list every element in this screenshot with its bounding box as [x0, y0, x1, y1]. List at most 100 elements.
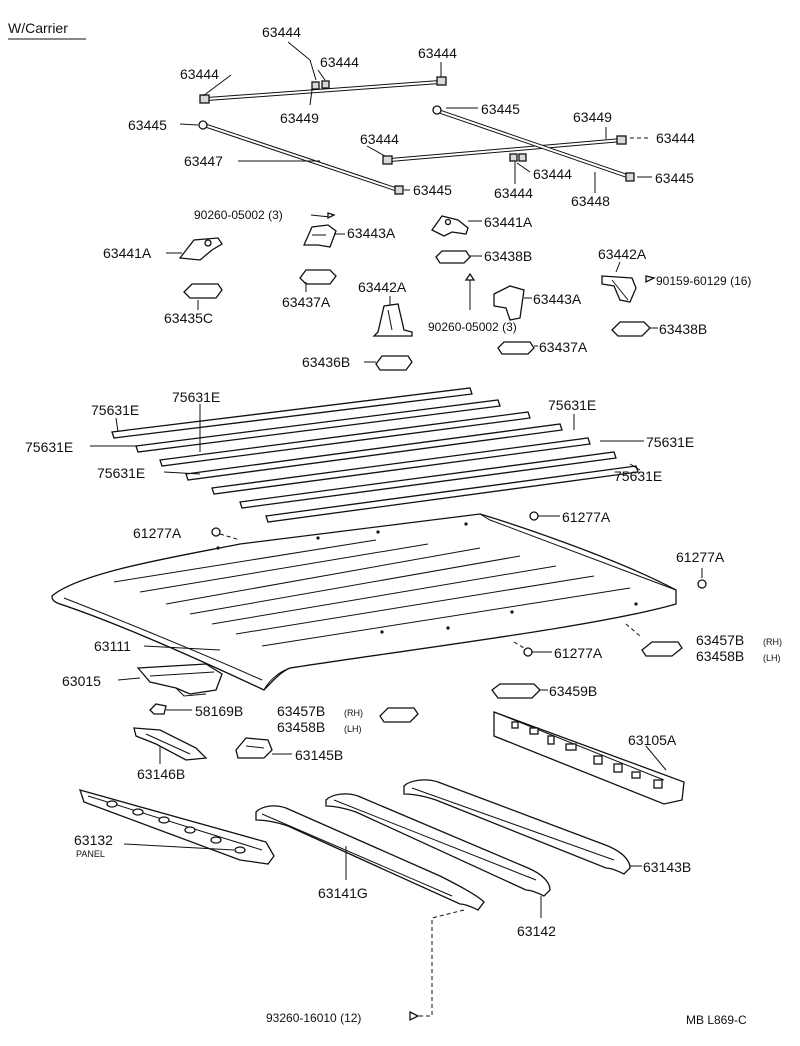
clip-61277A-d-icon	[523, 647, 533, 657]
label-63441A-left: 63441A	[103, 245, 152, 261]
bracket-63443A-left	[302, 224, 337, 248]
clip-61277A-a-icon	[211, 527, 221, 537]
label-75631E-g: 75631E	[614, 468, 662, 484]
label-63143B: 63143B	[643, 859, 691, 875]
label-75631E-c: 75631E	[25, 439, 73, 455]
label-63437A-left: 63437A	[282, 294, 331, 310]
roof-bow-63143B	[403, 779, 631, 875]
label-63111: 63111	[94, 638, 131, 654]
label-panel: PANEL	[76, 849, 105, 859]
label-58169B: 58169B	[195, 703, 243, 719]
bracket-63145B	[235, 737, 273, 759]
roof-bow-63141G	[255, 805, 485, 911]
label-63442A-center: 63442A	[358, 279, 407, 295]
pad-63436B	[375, 355, 413, 371]
label-63445-right: 63445	[655, 170, 694, 186]
label-75631E-e: 75631E	[548, 397, 596, 413]
label-63458B-right: 63458B	[696, 648, 744, 664]
roof-bow-63142	[325, 793, 551, 897]
diagram-title: W/Carrier	[8, 20, 68, 36]
label-63444-center: 63444	[360, 131, 399, 147]
label-63444-left: 63444	[180, 66, 219, 82]
carrier-rod-63448	[432, 105, 635, 182]
pad-63438B-right	[611, 321, 651, 337]
panel-63132	[78, 789, 275, 865]
label-rh-right: (RH)	[763, 637, 782, 647]
label-75631E-d: 75631E	[97, 465, 145, 481]
bracket-63443A-right	[493, 285, 525, 321]
drip-strips-75631E	[111, 387, 639, 523]
bracket-63441A-upper	[431, 215, 469, 237]
label-63444-lower: 63444	[533, 166, 572, 182]
patch-63457B-right	[641, 641, 683, 657]
label-63105A: 63105A	[628, 732, 677, 748]
label-63457B-right: 63457B	[696, 632, 744, 648]
label-63445-top: 63445	[481, 101, 520, 117]
label-75631E-f: 75631E	[646, 434, 694, 450]
label-63132: 63132	[74, 832, 113, 848]
label-61277A-c: 61277A	[676, 549, 725, 565]
pad-63438B-upper	[435, 250, 471, 264]
label-61277A-d: 61277A	[554, 645, 603, 661]
bracket-63442A-center	[372, 303, 413, 337]
label-63445-bottom: 63445	[413, 182, 452, 198]
label-63459B: 63459B	[549, 683, 597, 699]
label-63449-left: 63449	[280, 110, 319, 126]
roof-panel-63111	[51, 513, 677, 691]
label-63141G: 63141G	[318, 885, 368, 901]
label-63142: 63142	[517, 923, 556, 939]
label-63447: 63447	[184, 153, 223, 169]
label-63458B-center: 63458B	[277, 719, 325, 735]
bracket-63146B	[133, 727, 208, 761]
label-63015: 63015	[62, 673, 101, 689]
carrier-rod-63449-left	[199, 76, 447, 104]
label-63444-lowest: 63444	[494, 185, 533, 201]
pad-63437A-right	[497, 341, 535, 355]
label-63435C: 63435C	[164, 310, 213, 326]
label-63438B-upper: 63438B	[484, 248, 532, 264]
label-63457B-center: 63457B	[277, 703, 325, 719]
screw-90260-center-icon	[464, 272, 476, 310]
label-63443A-right: 63443A	[533, 291, 582, 307]
label-61277A-a: 61277A	[133, 525, 182, 541]
clip-61277A-c-icon	[697, 579, 707, 589]
bracket-63441A-left	[178, 237, 223, 261]
patch-63459B	[491, 683, 541, 699]
bracket-63015	[136, 663, 223, 697]
label-63145B: 63145B	[295, 747, 343, 763]
label-63445-left: 63445	[128, 117, 167, 133]
screw-93260-icon	[409, 1010, 420, 1022]
label-75631E-a: 75631E	[91, 402, 139, 418]
label-63443A-left: 63443A	[347, 225, 396, 241]
crossmember-63105A	[493, 711, 685, 805]
bracket-63442A-right	[601, 275, 637, 303]
label-63444-mid: 63444	[320, 54, 359, 70]
label-63436B: 63436B	[302, 354, 350, 370]
carrier-rod-63447	[198, 120, 404, 195]
label-lh-center: (LH)	[344, 724, 362, 734]
label-63449-right: 63449	[573, 109, 612, 125]
diagram-code: MB L869-C	[686, 1013, 747, 1027]
label-lh-right: (LH)	[763, 653, 781, 663]
label-63146B: 63146B	[137, 766, 185, 782]
patch-63457B-center	[379, 707, 419, 723]
label-63438B-right: 63438B	[659, 321, 707, 337]
clip-58169B-icon	[149, 703, 167, 715]
label-63444-top: 63444	[262, 24, 301, 40]
clip-61277A-b-icon	[529, 511, 539, 521]
label-63444-right: 63444	[418, 45, 457, 61]
label-63444-far-right: 63444	[656, 130, 695, 146]
label-63448: 63448	[571, 193, 610, 209]
label-93260-16010: 93260-16010 (12)	[266, 1011, 361, 1025]
label-61277A-b: 61277A	[562, 509, 611, 525]
screw-90159-icon	[645, 275, 656, 284]
carrier-rod-63449-right	[382, 135, 627, 165]
label-90260-05002-center: 90260-05002 (3)	[428, 320, 517, 334]
label-90260-05002-left: 90260-05002 (3)	[194, 208, 283, 222]
label-63441A-upper: 63441A	[484, 214, 533, 230]
label-rh-center: (RH)	[344, 708, 363, 718]
screw-90260-left-icon	[327, 212, 336, 220]
pad-63437A-left	[299, 269, 337, 285]
label-75631E-b: 75631E	[172, 389, 220, 405]
